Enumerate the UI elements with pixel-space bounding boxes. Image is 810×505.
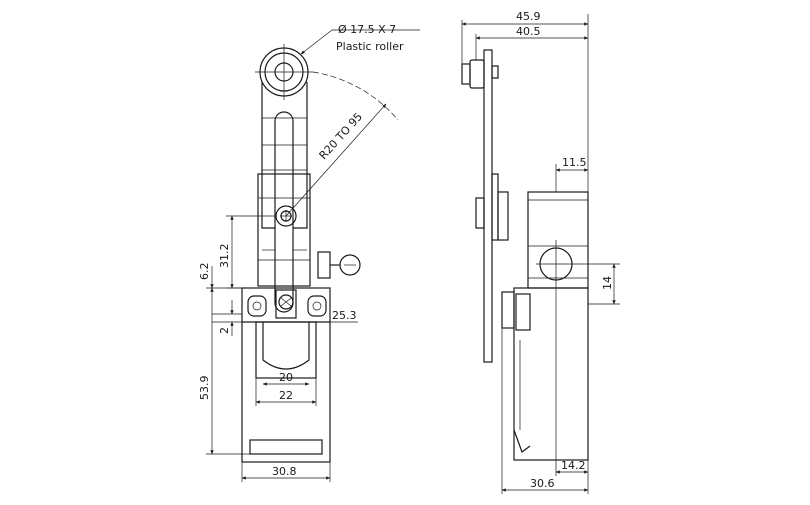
dim-label-14-2: 14.2	[561, 459, 586, 472]
dim-label-30-8: 30.8	[272, 465, 297, 478]
dim-label-25-3: 25.3	[332, 309, 357, 322]
switch-body	[241, 287, 331, 463]
lever-arm	[261, 82, 308, 313]
side-view: 45.9 40.5 11.5 14 14.2 30.6	[461, 10, 620, 494]
dim-label-11-5: 11.5	[562, 156, 587, 169]
roller-leader-line	[300, 29, 333, 55]
adjust-knob	[317, 251, 361, 279]
side-body	[501, 287, 589, 461]
front-view: Ø 17.5 X 7 Plastic roller R20 TO 95 31.2…	[198, 23, 420, 482]
roller-size-label: Ø 17.5 X 7	[338, 23, 396, 36]
dim-label-2: 2	[218, 327, 231, 334]
side-lever-plate	[461, 49, 509, 363]
dim-label-53-9: 53.9	[198, 376, 211, 401]
roller	[255, 44, 313, 100]
side-head	[527, 191, 620, 290]
dim-label-20: 20	[279, 371, 293, 384]
dim-label-14: 14	[601, 276, 614, 290]
dim-label-31-2: 31.2	[218, 244, 231, 269]
radius-arc	[312, 71, 399, 121]
dim-label-40-5: 40.5	[516, 25, 541, 38]
dim-label-45-9: 45.9	[516, 10, 541, 23]
dim-label-22: 22	[279, 389, 293, 402]
radius-leader	[285, 103, 387, 217]
dim-label-6-2: 6.2	[198, 263, 211, 281]
dim-label-30-6: 30.6	[530, 477, 555, 490]
roller-material-label: Plastic roller	[336, 40, 404, 53]
